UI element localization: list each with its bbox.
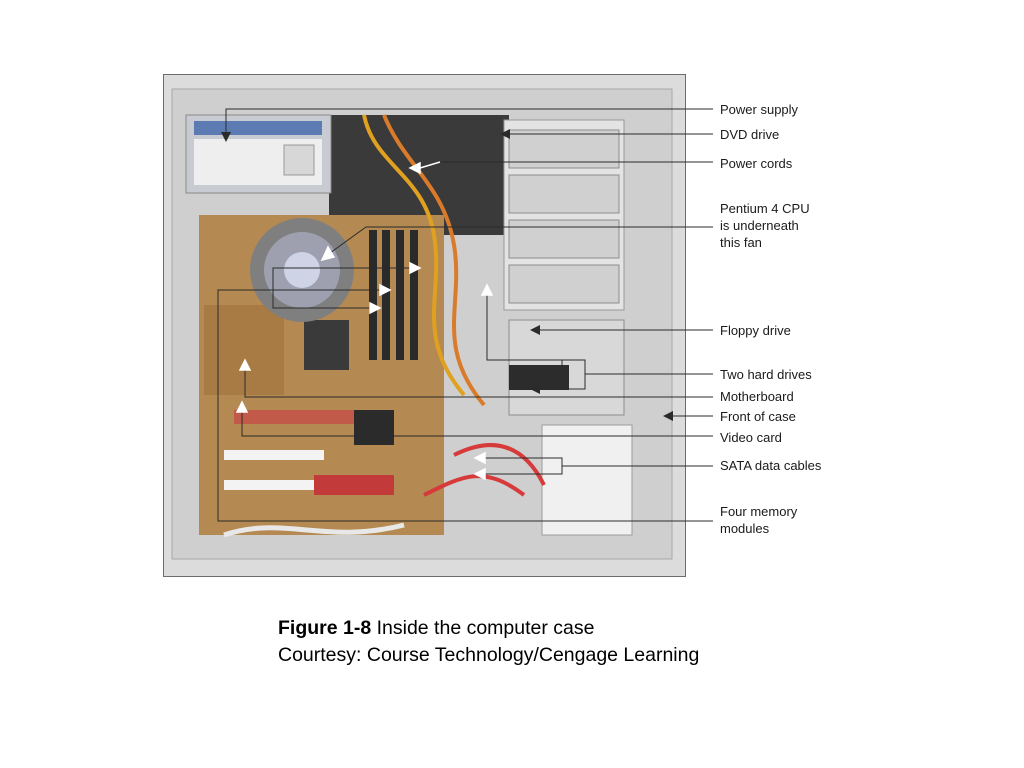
label-video-card: Video card — [720, 430, 782, 445]
label-dvd-drive: DVD drive — [720, 127, 780, 142]
label-cpu: Pentium 4 CPU is underneath this fan — [720, 200, 810, 251]
label-hard-drives: Two hard drives — [720, 367, 812, 382]
label-power-cords: Power cords — [720, 156, 793, 171]
cpu-fan — [250, 218, 354, 322]
label-floppy-drive: Floppy drive — [720, 323, 791, 338]
figure-number: Figure 1-8 — [278, 617, 372, 639]
case-illustration — [164, 75, 685, 576]
figure-caption: Figure 1-8 Inside the computer case Cour… — [278, 615, 699, 669]
figure-credit: Courtesy: Course Technology/Cengage Lear… — [278, 644, 700, 666]
caption-title-line: Figure 1-8 Inside the computer case — [278, 615, 699, 642]
label-cpu-line-1: Pentium 4 CPU — [720, 201, 810, 216]
power-supply-unit — [185, 114, 332, 194]
label-power-supply: Power supply — [720, 102, 799, 117]
label-memory-line-1: Four memory — [720, 504, 798, 519]
label-memory-modules: Four memory modules — [720, 503, 797, 537]
computer-case-photo — [163, 74, 686, 577]
label-sata-cables: SATA data cables — [720, 458, 822, 473]
figure-title: Inside the computer case — [376, 617, 595, 639]
label-cpu-line-3: this fan — [720, 235, 762, 250]
label-cpu-line-2: is underneath — [720, 218, 799, 233]
label-front-of-case: Front of case — [720, 409, 796, 424]
label-motherboard: Motherboard — [720, 389, 794, 404]
label-memory-line-2: modules — [720, 521, 770, 536]
